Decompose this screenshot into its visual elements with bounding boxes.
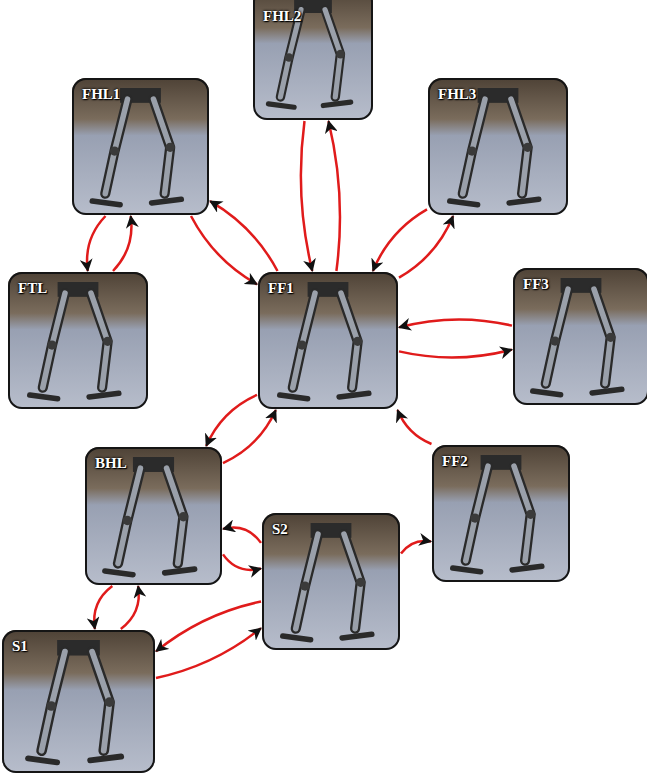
pose-label: FHL2 [263,8,301,25]
robot-photo [85,447,222,585]
transition-arrow [94,586,112,629]
transition-arrow [223,410,276,463]
transition-arrow [373,209,427,271]
photo-ground [258,272,398,409]
robot-legs [30,282,119,399]
photo-ground [262,513,400,650]
robot-legs [453,455,542,572]
pose-label: FF2 [442,453,468,470]
robot-legs [280,282,369,399]
robot-legs [105,457,195,575]
transition-arrow [398,410,432,444]
photo-ground [432,445,570,582]
pose-box: S1 [2,630,155,773]
robot-photo [513,268,647,405]
robot-photo [258,272,398,409]
pose-box: FTL [8,272,148,409]
transition-arrow [223,527,261,542]
pose-box: FHL1 [72,78,209,215]
transition-arrow [191,216,257,284]
pose-label: FHL1 [82,86,120,103]
transition-arrow [156,628,261,678]
transition-arrow [399,216,453,278]
photo-ground [2,630,155,773]
robot-photo [262,513,400,650]
robot-legs [533,278,622,395]
robot-legs [450,88,539,205]
transition-arrow [329,121,340,271]
robot-photo [72,78,209,215]
pose-label: FF1 [268,280,294,297]
pose-label: S1 [12,638,28,655]
transition-arrow [399,350,512,358]
transition-arrow [401,541,431,554]
pose-box: BHL [85,447,222,585]
pose-box: FHL3 [428,78,568,215]
robot-photo [432,445,570,582]
photo-ground [253,0,373,120]
robot-photo [253,0,373,120]
pose-label: S2 [272,521,288,538]
robot-legs [28,640,121,762]
transition-arrow [210,201,278,271]
pose-box: S2 [262,513,400,650]
robot-photo [2,630,155,773]
photo-ground [85,447,222,585]
transition-arrow [206,395,257,446]
pose-box: FF2 [432,445,570,582]
transition-arrow [113,216,131,271]
transition-arrow [156,602,261,652]
pose-label: FHL3 [438,86,476,103]
photo-ground [72,78,209,215]
pose-box: FHL2 [253,0,373,120]
pose-box: FF1 [258,272,398,409]
photo-ground [428,78,568,215]
pose-label: BHL [95,455,127,472]
robot-photo [428,78,568,215]
photo-ground [8,272,148,409]
robot-legs [283,523,372,640]
photo-ground [513,268,647,405]
transition-arrow [301,121,312,271]
robot-photo [8,272,148,409]
transition-arrow [223,554,261,570]
pose-label: FF3 [523,276,549,293]
pose-box: FF3 [513,268,647,405]
transition-arrow [121,586,139,629]
pose-label: FTL [18,280,47,297]
transition-arrow [87,216,105,271]
robot-legs [92,88,181,205]
transition-arrow [399,319,512,327]
